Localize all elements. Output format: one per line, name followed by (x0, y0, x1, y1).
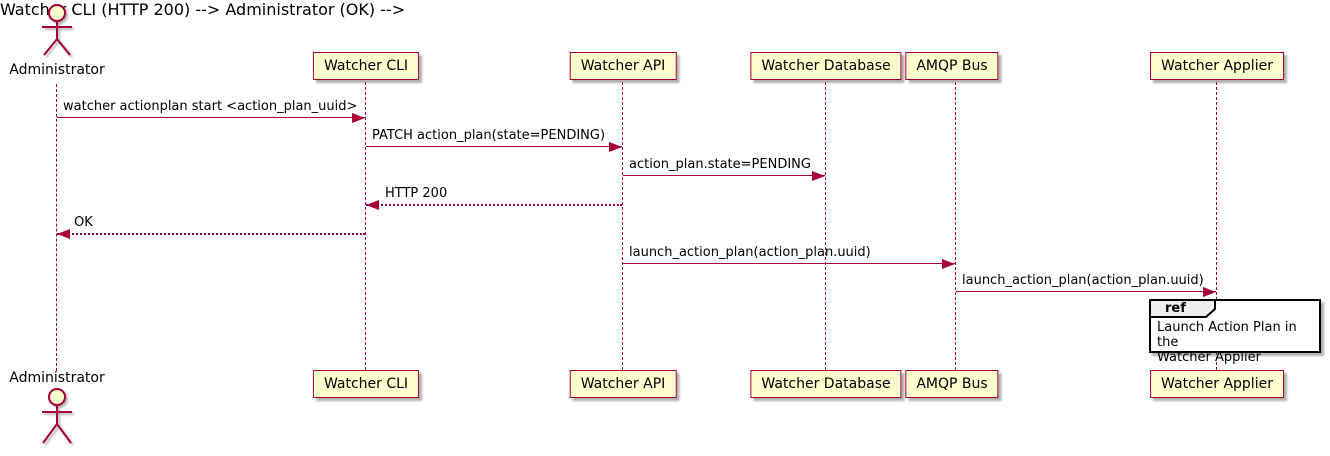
message-6-line (623, 263, 955, 264)
message-3-arrowhead-icon (812, 171, 825, 181)
message-7-text: launch_action_plan(action_plan.uuid) (962, 273, 1204, 288)
actor-icon (42, 388, 72, 444)
lifeline-watcher-database (825, 82, 826, 370)
participant-top-watcher-api: Watcher API (569, 52, 677, 80)
message-5-text: OK (74, 215, 93, 230)
message-3-line (623, 175, 825, 176)
message-6-text: launch_action_plan(action_plan.uuid) (629, 245, 871, 260)
message-5-arrowhead-icon (57, 229, 70, 239)
lifeline-amqp-bus (955, 82, 956, 370)
participant-bottom-watcher-cli: Watcher CLI (312, 370, 420, 398)
participant-label: Watcher API (580, 376, 666, 392)
participant-label: Watcher CLI (323, 376, 409, 392)
message-3-text: action_plan.state=PENDING (629, 157, 811, 172)
message-2-arrowhead-icon (609, 142, 622, 152)
message-5-line (57, 233, 365, 235)
participant-label: Watcher Applier (1161, 58, 1273, 74)
lifeline-watcher-api (622, 82, 623, 370)
participant-top-watcher-applier: Watcher Applier (1150, 52, 1284, 80)
lifeline-administrator (56, 84, 57, 371)
participant-label: Watcher API (580, 58, 666, 74)
lifeline-watcher-applier (1216, 82, 1217, 370)
message-7-line (956, 291, 1216, 292)
participant-label: AMQP Bus (916, 376, 988, 392)
participant-top-watcher-cli: Watcher CLI (312, 52, 420, 80)
participant-bottom-watcher-database: Watcher Database (750, 370, 902, 398)
message-6-arrowhead-icon (942, 259, 955, 269)
message-2-line (366, 146, 622, 147)
actor-label-bottom: Administrator (9, 370, 105, 386)
participant-bottom-watcher-api: Watcher API (569, 370, 677, 398)
lifeline-watcher-cli (365, 82, 366, 370)
actor-label-top: Administrator (9, 62, 105, 78)
message-1-text: watcher actionplan start <action_plan_uu… (63, 99, 358, 114)
message-4-arrowhead-icon (366, 200, 379, 210)
ref-keyword: ref (1165, 301, 1186, 316)
participant-top-amqp-bus: AMQP Bus (905, 52, 999, 80)
actor-icon (42, 4, 72, 56)
message-2-text: PATCH action_plan(state=PENDING) (372, 128, 606, 143)
message-1-line (57, 117, 365, 118)
message-4-line (366, 204, 622, 206)
participant-bottom-amqp-bus: AMQP Bus (905, 370, 999, 398)
ref-text: Launch Action Plan in the Watcher Applie… (1157, 320, 1297, 365)
participant-top-watcher-database: Watcher Database (750, 52, 902, 80)
participant-bottom-watcher-applier: Watcher Applier (1150, 370, 1284, 398)
ref-fragment: ref Launch Action Plan in the Watcher Ap… (1149, 299, 1321, 365)
ref-tab-icon (1149, 299, 1216, 318)
participant-label: Watcher CLI (323, 58, 409, 74)
participant-label: Watcher Database (761, 58, 891, 74)
message-4-text: HTTP 200 (385, 186, 448, 201)
message-1-arrowhead-icon (352, 113, 365, 123)
message-7-arrowhead-icon (1203, 287, 1216, 297)
participant-label: Watcher Database (761, 376, 891, 392)
participant-label: Watcher Applier (1161, 376, 1273, 392)
participant-label: AMQP Bus (916, 58, 988, 74)
